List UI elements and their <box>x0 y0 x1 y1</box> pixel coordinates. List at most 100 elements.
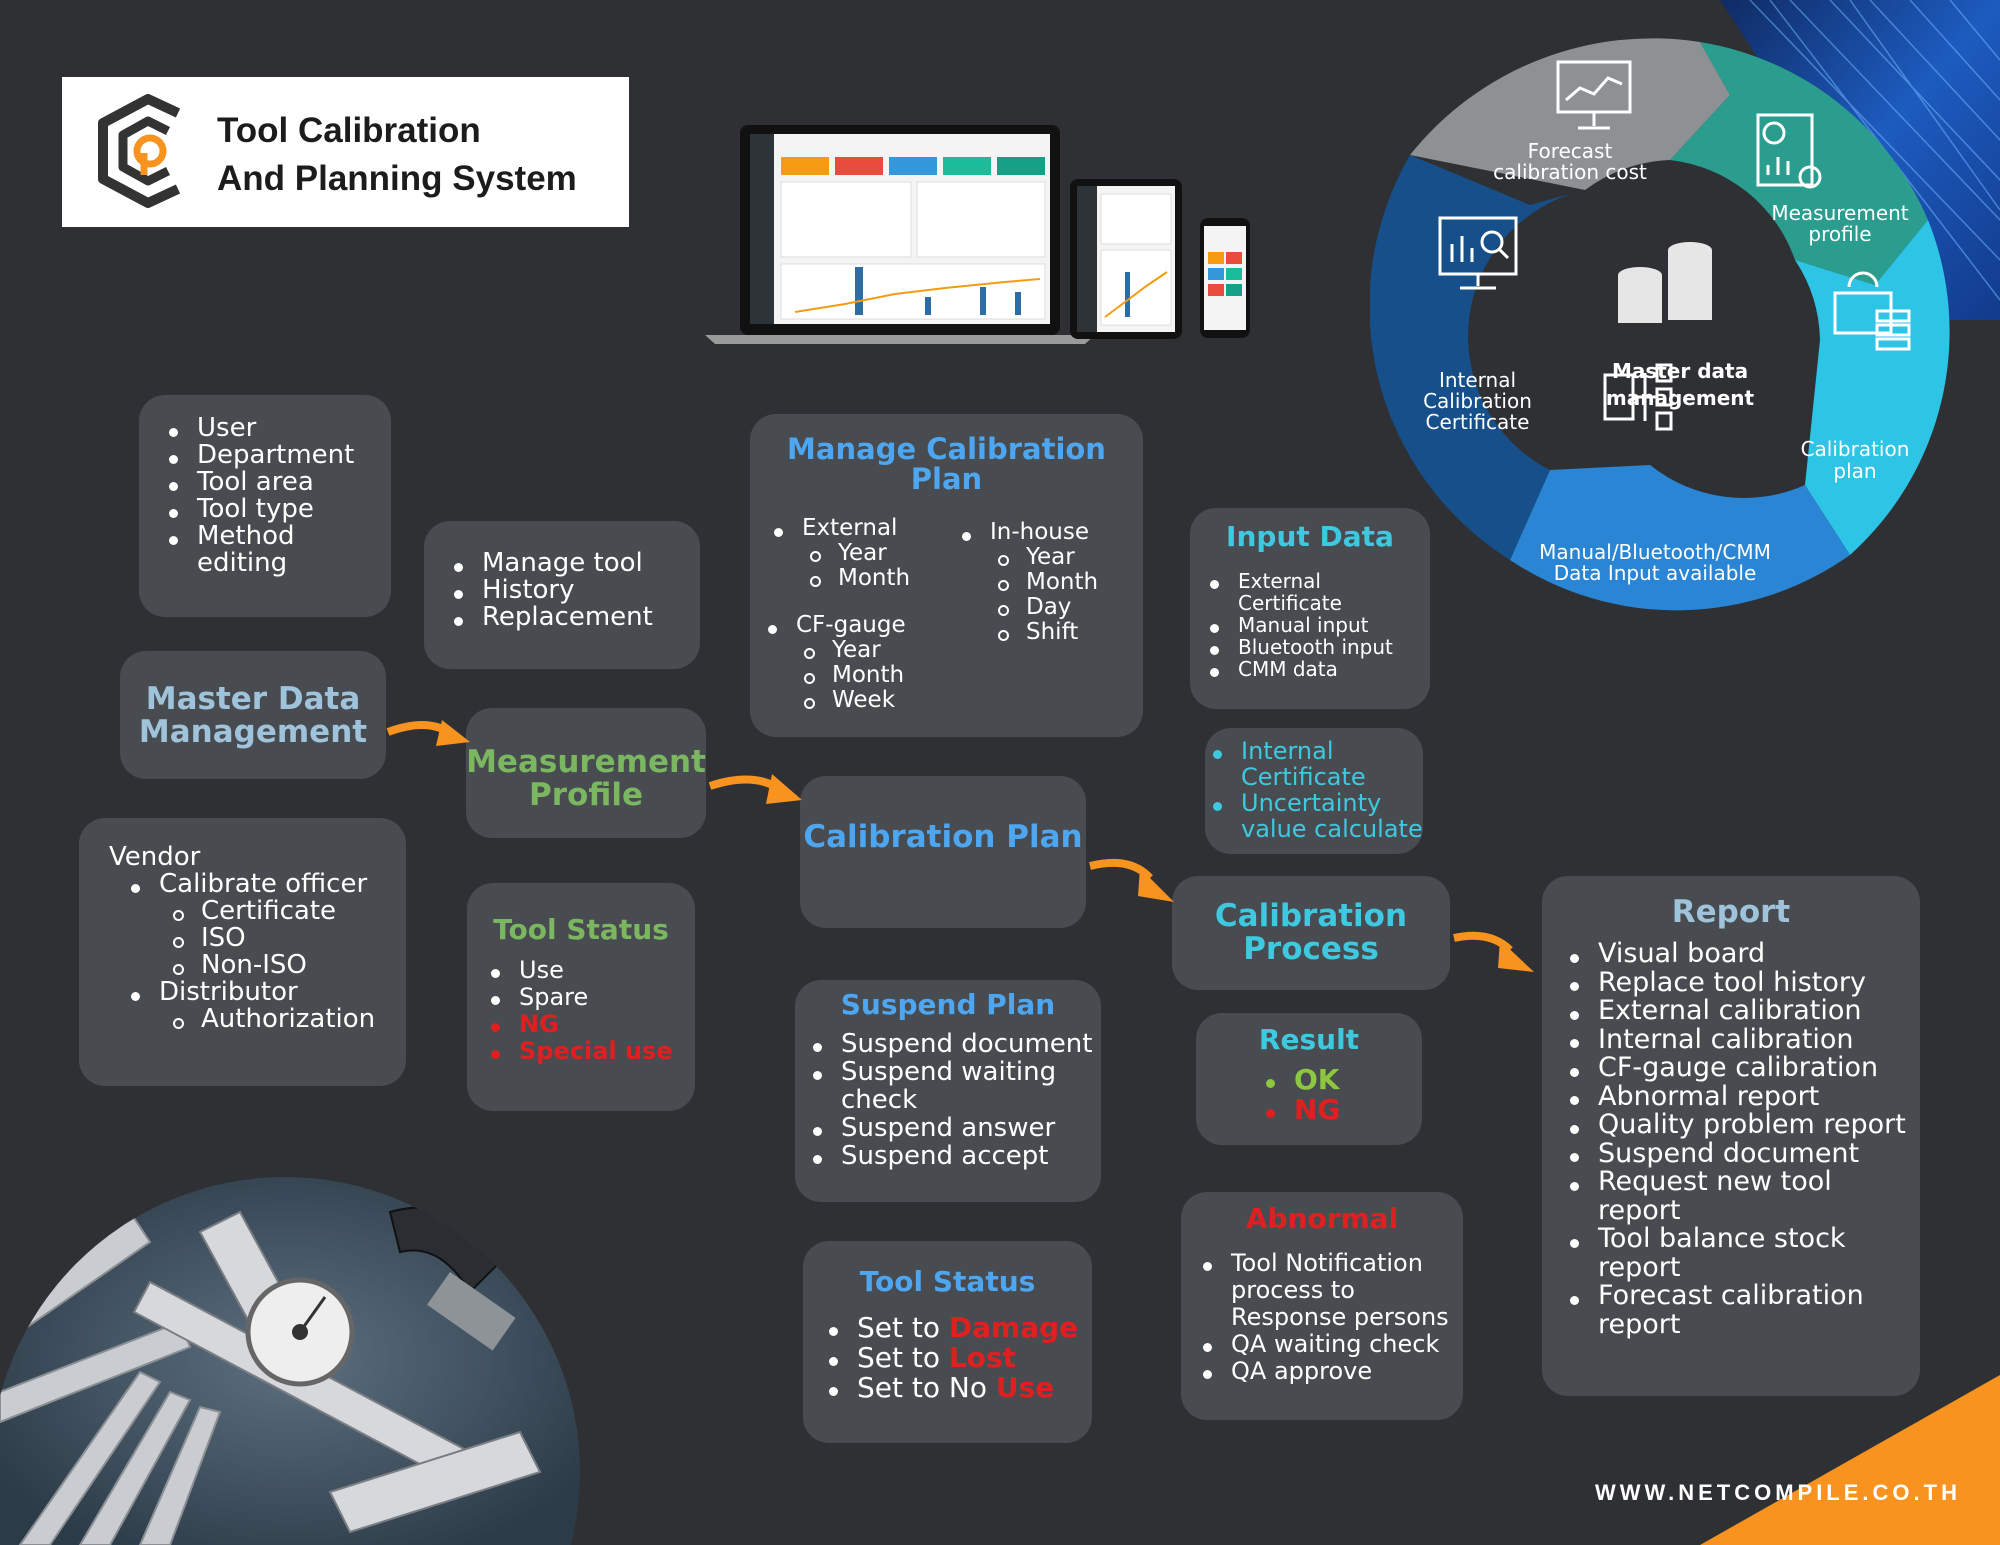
list-item: QA waiting check <box>1195 1331 1449 1358</box>
list-item: Manage tool <box>446 550 653 577</box>
list-item: Authorization <box>165 1006 375 1033</box>
list-item: History <box>446 577 653 604</box>
arrow-icon <box>1453 931 1534 972</box>
result-box: Result OK NG <box>1196 1013 1422 1145</box>
cycle-segment-measurement <box>1670 42 1928 285</box>
list-item: Day <box>990 595 1098 620</box>
internal-certificate-box: Internal Certificate Uncertainty value c… <box>1205 728 1423 854</box>
device-mockups-image <box>705 125 1250 344</box>
report-box: Report Visual board Replace tool history… <box>1542 876 1920 1396</box>
list-item: Use <box>483 957 673 984</box>
tool-status-title: Tool Status <box>493 913 669 946</box>
list-item: Quality problem report <box>1562 1110 1920 1140</box>
list-item: Distributor Authorization <box>123 979 375 1033</box>
list-item: Suspend waiting <box>805 1058 1092 1086</box>
list-item-continuation: check <box>841 1085 918 1115</box>
calibration-server-icon <box>1833 271 1911 351</box>
report-title: Report <box>1671 894 1791 930</box>
calibration-plan-title: Calibration Plan <box>803 819 1083 855</box>
list-item: Tool Notification <box>1195 1250 1449 1277</box>
calibration-process-title: Calibration Process <box>1214 898 1408 967</box>
list-item: Month <box>990 570 1098 595</box>
measurement-profile-box: Measurement Profile <box>466 708 706 838</box>
list-item: Internal <box>1205 738 1423 764</box>
logo-title-line2: And Planning System <box>217 159 577 198</box>
list-item: QA approve <box>1195 1358 1449 1385</box>
master-items-box: User Department Tool area Tool type Meth… <box>139 395 391 617</box>
measurement-report-icon <box>1756 113 1822 189</box>
list-item: Suspend document <box>805 1030 1092 1058</box>
list-item: Tool type <box>161 496 354 523</box>
orange-corner-triangle <box>1700 1375 2000 1545</box>
list-item: Year <box>802 541 910 566</box>
list-item-continuation: value calculate <box>1241 815 1423 843</box>
list-item: Month <box>802 566 910 591</box>
list-item: Tool balance stock report <box>1562 1224 1920 1282</box>
list-item: Manual input <box>1202 614 1393 636</box>
measuring-tools-photo <box>0 1177 580 1545</box>
list-item: Year <box>990 545 1098 570</box>
cycle-segment-internal <box>1370 155 1585 560</box>
list-item: Tool area <box>161 469 354 496</box>
logo-panel: Tool Calibration And Planning System <box>62 77 629 227</box>
list-item: NG <box>483 1011 673 1038</box>
data-input-network-icon <box>1603 363 1673 431</box>
arrow-icon <box>386 720 470 746</box>
tool-status-actions-title: Tool Status <box>859 1265 1036 1298</box>
list-item: Year <box>796 638 910 663</box>
list-item: Abnormal report <box>1562 1082 1920 1112</box>
logo-title-line1: Tool Calibration <box>217 111 481 150</box>
suspend-plan-title: Suspend Plan <box>840 988 1056 1021</box>
calibration-process-box: Calibration Process <box>1172 876 1450 990</box>
cycle-center-label: Master data management <box>1605 359 1755 410</box>
cycle-label-internal: Internal Calibration Certificate <box>1423 368 1532 434</box>
cycle-segment-manual-input <box>1510 465 1850 611</box>
cycle-label-forecast: Forecast calibration cost <box>1493 139 1647 184</box>
manage-tool-box: Manage tool History Replacement <box>424 521 700 669</box>
list-item: Replacement <box>446 604 653 631</box>
list-item: Uncertainty <box>1205 790 1423 816</box>
database-icon <box>1618 242 1712 323</box>
list-item: External <box>1202 570 1393 592</box>
calibration-plan-box: Calibration Plan <box>800 776 1086 928</box>
chart-monitor-icon <box>1556 60 1632 130</box>
result-title: Result <box>1258 1023 1360 1056</box>
list-item: Set to Lost <box>821 1343 1078 1373</box>
list-item: External calibration <box>1562 996 1920 1026</box>
list-item: Internal calibration <box>1562 1025 1920 1055</box>
list-item: Suspend accept <box>805 1142 1092 1170</box>
list-item: Forecast calibration <box>1562 1281 1920 1311</box>
abnormal-title: Abnormal <box>1245 1202 1399 1235</box>
abnormal-box: Abnormal Tool Notification process to Re… <box>1181 1192 1463 1420</box>
list-item-continuation: report <box>1598 1308 1681 1340</box>
list-item-continuation: Certificate <box>1238 591 1342 615</box>
list-item: Certificate <box>165 898 375 925</box>
list-item: Replace tool history <box>1562 968 1920 998</box>
cycle-diagram <box>1370 38 1950 611</box>
suspend-plan-box: Suspend Plan Suspend document Suspend wa… <box>795 980 1101 1202</box>
cycle-segment-forecast <box>1410 38 1730 190</box>
search-monitor-icon <box>1438 216 1518 290</box>
list-item: Set to Damage <box>821 1313 1078 1343</box>
list-item: Request new tool report <box>1562 1167 1920 1225</box>
list-item-continuation: process to <box>1231 1276 1355 1304</box>
tool-status-actions-box: Tool Status Set to Damage Set to Lost Se… <box>803 1241 1092 1443</box>
result-ng: NG <box>1258 1095 1340 1125</box>
list-item: Week <box>796 688 910 713</box>
list-item: User <box>161 415 354 442</box>
tool-status-box: Tool Status Use Spare NG Special use <box>467 883 695 1111</box>
list-item: Shift <box>990 620 1098 645</box>
cycle-label-manual-input: Manual/Bluetooth/CMM Data Input availabl… <box>1539 540 1771 585</box>
list-item: Set to No Use <box>821 1373 1078 1403</box>
master-data-title: Master Data Management <box>138 681 368 750</box>
cycle-label-measurement: Measurement profile <box>1771 201 1909 246</box>
list-item-continuation: Certificate <box>1241 763 1366 791</box>
measurement-profile-title: Measurement Profile <box>466 744 706 813</box>
input-data-box: Input Data External Certificate Manual i… <box>1190 508 1430 709</box>
list-item: CMM data <box>1202 658 1393 680</box>
arrow-icon <box>708 774 802 804</box>
list-item: Special use <box>483 1038 673 1065</box>
